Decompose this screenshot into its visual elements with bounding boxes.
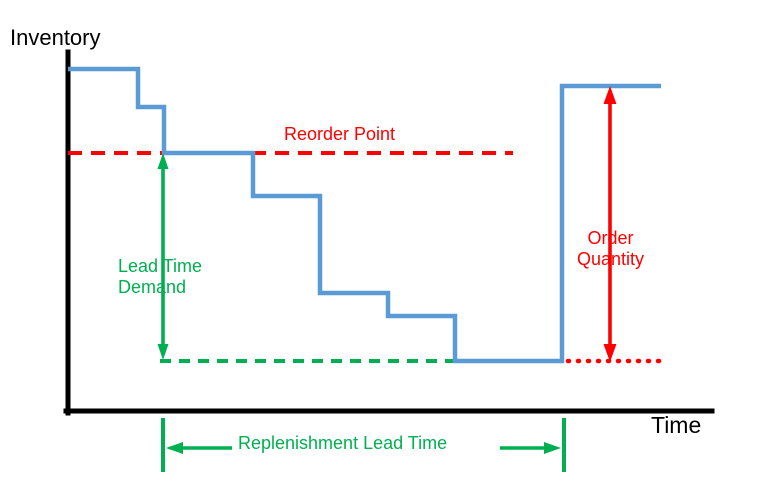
order-quantity-label: Order Quantity (577, 228, 645, 270)
y-axis-label: Inventory (10, 25, 101, 50)
lead-time-demand-arrow (157, 153, 169, 360)
replenishment-lead-time-label: Replenishment Lead Time (238, 433, 448, 453)
x-axis-label: Time (651, 412, 702, 438)
inventory-level-curve (68, 66, 661, 364)
reorder-point-label: Reorder Point (284, 124, 396, 144)
replenishment-arrow-left-head (166, 442, 183, 454)
order-quantity-arrow (603, 86, 617, 362)
replenishment-arrow-right-head (544, 442, 561, 454)
replenishment-lead-time-group (161, 418, 566, 472)
lead-time-demand-label: Lead Time Demand (118, 256, 203, 298)
axes-group (63, 49, 715, 416)
